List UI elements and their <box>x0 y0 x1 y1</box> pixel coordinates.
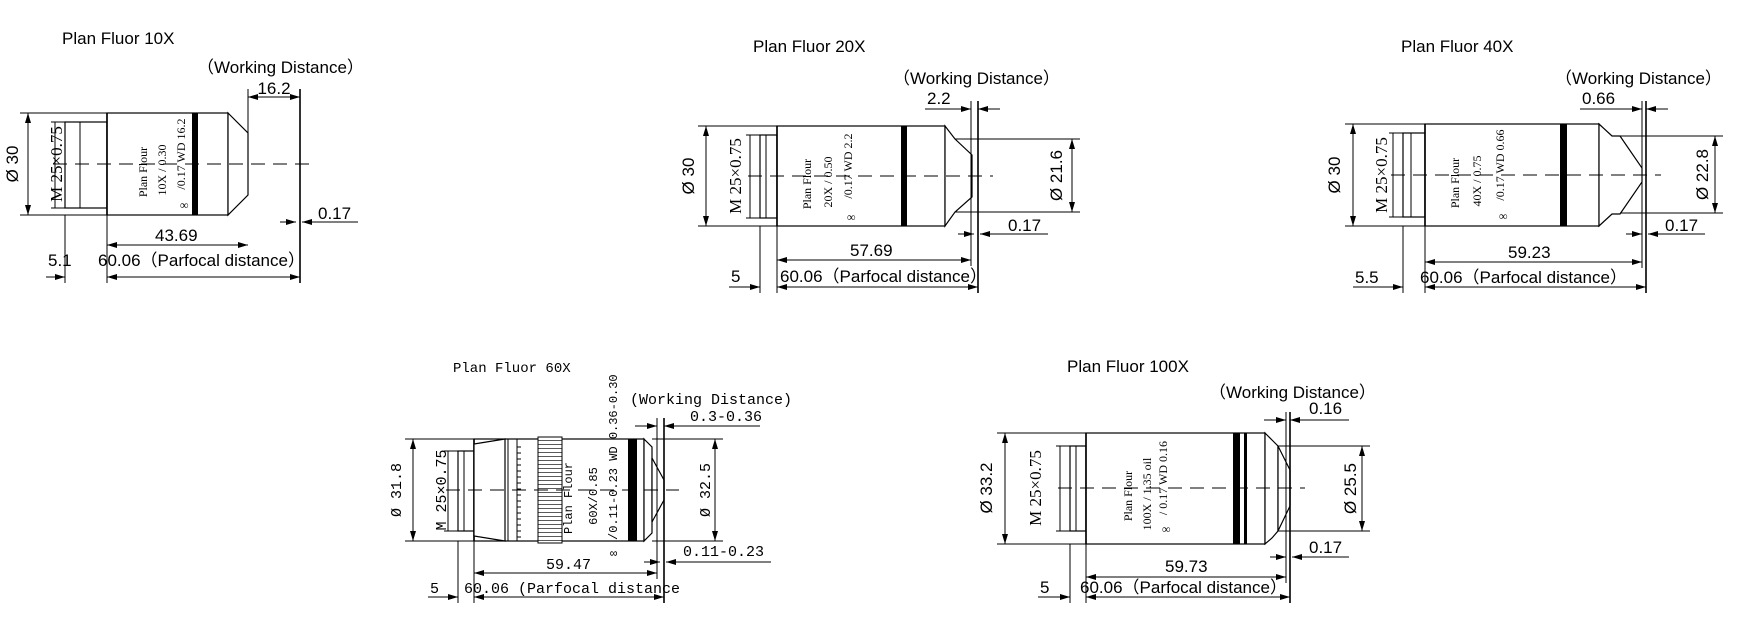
tapered-collar <box>473 438 506 542</box>
thread-length-value: 5 <box>1040 578 1049 597</box>
parfocal-label: 60.06（Parfocal distance） <box>1080 578 1287 597</box>
thread-length-value: 5 <box>731 267 740 286</box>
engraving-cover-wd: / 0.17 WD 0.16 <box>1156 441 1170 515</box>
diameter-label: Ø 30 <box>3 146 22 183</box>
working-distance-label: （Working Distance） <box>1209 383 1376 402</box>
engraving-name: Plan Flour <box>1121 471 1135 521</box>
color-band <box>1560 124 1567 226</box>
thread-label: M 25×0.75 <box>1372 137 1391 213</box>
cover-glass-value: 0.17 <box>1309 538 1342 557</box>
working-distance-label: (Working Distance) <box>630 392 792 409</box>
infinity-symbol: ∞ <box>1162 522 1171 536</box>
objective-title: Plan Fluor 60X <box>453 361 571 377</box>
diameter-label: Ø 31.8 <box>389 463 406 517</box>
length-value: 59.47 <box>546 557 591 574</box>
thread-length-value: 5.1 <box>48 251 72 270</box>
parfocal-label: 60.06（Parfocal distance） <box>98 251 305 270</box>
engraving-magnification: 60X/0.85 <box>587 467 601 525</box>
objective-title: Plan Fluor 20X <box>753 37 865 56</box>
working-distance-label: （Working Distance） <box>197 58 364 77</box>
engraving-name: Plan Flour <box>562 462 576 534</box>
engraving-cover-wd: /0.11-0.23 WD 0.36-0.30 <box>607 374 621 540</box>
cover-glass-value: 0.17 <box>318 204 351 223</box>
parfocal-label: 60.06 (Parfocal distance <box>464 581 680 598</box>
diameter-label: Ø 30 <box>1325 157 1344 194</box>
parfocal-label: 60.06（Parfocal distance） <box>780 267 987 286</box>
thread-section <box>64 121 108 209</box>
front-diameter-label: Ø 22.8 <box>1693 149 1712 200</box>
thread-label: M 25×0.75 <box>726 138 745 214</box>
engraving-cover-wd: /0.17 WD 16.2 <box>174 118 188 189</box>
length-value: 59.73 <box>1165 557 1208 576</box>
infinity-symbol: ∞ <box>847 210 856 224</box>
cover-glass-value: 0.17 <box>1665 216 1698 235</box>
objective-drawing-10x: Plan Fluor 10X （Working Distance） Ø 30 M 25… <box>3 29 364 283</box>
objective-drawing-20x: Plan Fluor 20X （Working Distance） Ø 30 M 25… <box>679 37 1080 293</box>
working-distance-value: 0.66 <box>1582 89 1615 108</box>
engraving-magnification: 100X / 1.35 oil <box>1140 457 1154 530</box>
engraving-name: Plan Flour <box>800 159 814 209</box>
objective-title: Plan Fluor 100X <box>1067 357 1189 376</box>
diameter-label: Ø 33.2 <box>977 462 996 513</box>
working-distance-value: 0.3-0.36 <box>690 409 762 426</box>
cover-glass-value: 0.17 <box>1008 216 1041 235</box>
objective-drawing-100x: Plan Fluor 100X （Working Distance） Ø 33.2 M… <box>977 357 1376 603</box>
objective-drawing-60x: Plan Fluor 60X (Working Distance) Ø 31.8 M … <box>389 361 792 603</box>
front-diameter-label: Ø 25.5 <box>1341 463 1360 514</box>
thread-label: M 25×0.75 <box>1026 450 1045 526</box>
thread-label: M 25×0.75 <box>434 449 451 530</box>
engraving-name: Plan Flour <box>1448 158 1462 208</box>
thread-length-value: 5 <box>430 581 439 598</box>
working-distance-value: 16.2 <box>257 79 290 98</box>
diameter-label: Ø 30 <box>679 158 698 195</box>
thread-section <box>457 450 475 532</box>
thread-label: M 25×0.75 <box>47 126 66 202</box>
working-distance-value: 2.2 <box>927 89 951 108</box>
length-value: 43.69 <box>155 226 198 245</box>
objective-drawing-40x: Plan Fluor 40X （Working Distance） Ø 30 M 25… <box>1325 37 1723 293</box>
working-distance-value: 0.16 <box>1309 399 1342 418</box>
objective-title: Plan Fluor 10X <box>62 29 174 48</box>
engraving-name: Plan Flour <box>136 147 150 197</box>
parfocal-label: 60.06（Parfocal distance） <box>1420 268 1627 287</box>
working-distance-label: （Working Distance） <box>893 69 1060 88</box>
front-diameter-label: Ø 21.6 <box>1047 150 1066 201</box>
working-distance-label: （Working Distance） <box>1555 69 1722 88</box>
engraving-magnification: 40X / 0.75 <box>1470 156 1484 207</box>
engraving-cover-wd: /0.17 WD 2.2 <box>841 133 855 198</box>
cover-glass-value: 0.11-0.23 <box>683 544 764 561</box>
engraving-magnification: 10X / 0.30 <box>155 145 169 196</box>
objective-title: Plan Fluor 40X <box>1401 37 1513 56</box>
infinity-symbol: ∞ <box>1499 209 1508 223</box>
infinity-symbol: ∞ <box>610 547 617 561</box>
thread-length-value: 5.5 <box>1355 268 1379 287</box>
infinity-symbol: ∞ <box>180 198 189 212</box>
engraving-cover-wd: /0.17 WD 0.66 <box>1493 129 1507 200</box>
length-value: 57.69 <box>850 241 893 260</box>
length-value: 59.23 <box>1508 243 1551 262</box>
engraving-magnification: 20X / 0.50 <box>821 157 835 208</box>
front-diameter-label: Ø 32.5 <box>698 463 715 517</box>
